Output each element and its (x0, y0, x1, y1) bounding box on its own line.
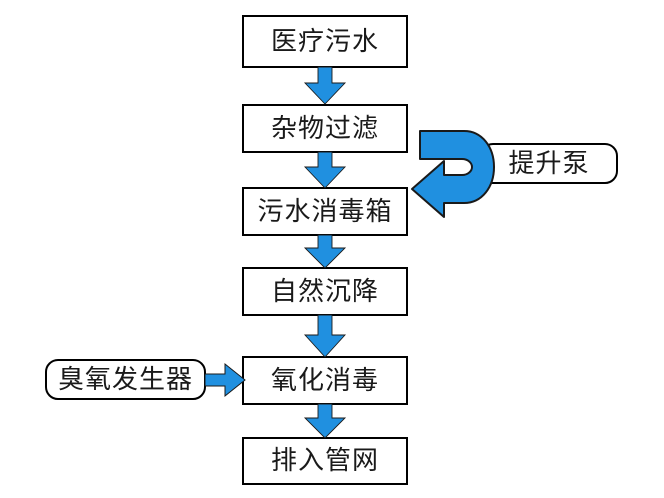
node-debris-filter[interactable]: 杂物过滤 (242, 104, 408, 153)
arrow-down-filter-to-tank (303, 151, 347, 189)
node-natural-sedimentation[interactable]: 自然沉降 (242, 267, 408, 316)
arrow-down-oxidation-to-discharge (303, 403, 347, 439)
node-oxidation-disinfection[interactable]: 氧化消毒 (242, 356, 408, 405)
node-lift-pump[interactable]: 提升泵 (480, 143, 618, 184)
node-label: 氧化消毒 (270, 365, 379, 396)
node-label: 自然沉降 (270, 276, 379, 307)
arrow-right-ozone-to-oxidation (204, 362, 246, 398)
node-label: 医疗污水 (270, 26, 379, 57)
arrow-down-medical-to-filter (303, 66, 347, 105)
node-label: 排入管网 (270, 446, 379, 476)
node-label: 提升泵 (508, 148, 590, 179)
node-label: 污水消毒箱 (257, 196, 393, 227)
node-medical-wastewater[interactable]: 医疗污水 (242, 15, 408, 68)
node-sewage-disinfection-tank[interactable]: 污水消毒箱 (242, 187, 408, 236)
node-label: 杂物过滤 (270, 113, 379, 144)
arrow-down-tank-to-sedimentation (303, 234, 347, 269)
node-label: 臭氧发生器 (57, 364, 193, 395)
node-ozone-generator[interactable]: 臭氧发生器 (45, 359, 206, 400)
arrow-down-sedimentation-to-oxidation (303, 314, 347, 358)
node-discharge-to-pipe-network[interactable]: 排入管网 (242, 437, 408, 485)
